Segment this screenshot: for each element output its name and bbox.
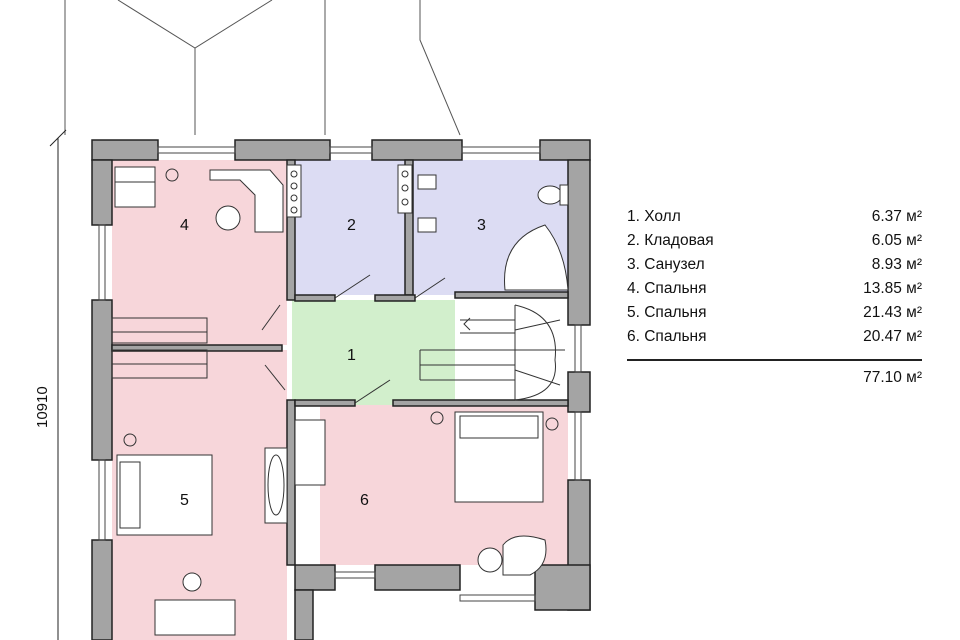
furniture-room-6 [294, 411, 559, 576]
room-1-fill [292, 300, 460, 405]
roof-outline [64, 0, 461, 136]
room-number-6: 6 [360, 492, 369, 509]
legend-room-area: 13.85 м² [863, 280, 922, 297]
room-2-fill [295, 160, 405, 295]
furniture-room-2 [286, 164, 302, 218]
furniture-room-4 [111, 166, 284, 344]
legend-row: 6. Спальня 20.47 м² [627, 325, 922, 349]
legend-room-area: 6.37 м² [871, 208, 922, 225]
dimension-label: 10910 [34, 386, 51, 428]
legend-row: 4. Спальня 13.85 м² [627, 277, 922, 301]
legend-room-label: 1. Холл [627, 208, 681, 225]
legend-room-area: 8.93 м² [871, 256, 922, 273]
room-number-2: 2 [347, 217, 356, 234]
legend-row: 2. Кладовая 6.05 м² [627, 229, 922, 253]
legend-row: 3. Санузел 8.93 м² [627, 253, 922, 277]
legend-room-area: 20.47 м² [863, 328, 922, 345]
stair-area [455, 295, 568, 403]
room-number-5: 5 [180, 492, 189, 509]
legend-room-area: 21.43 м² [863, 304, 922, 321]
staircase [419, 304, 565, 401]
legend-row: 5. Спальня 21.43 м² [627, 301, 922, 325]
door-swings [261, 274, 446, 404]
legend-room-label: 4. Спальня [627, 280, 707, 297]
windows [98, 146, 582, 602]
legend-room-label: 2. Кладовая [627, 232, 714, 249]
room-number-4: 4 [180, 217, 189, 234]
area-legend: 1. Холл 6.37 м² 2. Кладовая 6.05 м² 3. С… [627, 205, 922, 387]
dimension-line [49, 129, 67, 640]
legend-divider [627, 359, 922, 361]
room-number-3: 3 [477, 217, 486, 234]
walls [91, 139, 591, 640]
furniture-room-5 [111, 349, 288, 636]
room-number-1: 1 [347, 347, 356, 364]
legend-room-label: 5. Спальня [627, 304, 707, 321]
furniture-room-3 [397, 164, 569, 291]
legend-room-label: 3. Санузел [627, 256, 705, 273]
legend-room-area: 6.05 м² [871, 232, 922, 249]
legend-row: 1. Холл 6.37 м² [627, 205, 922, 229]
legend-total-area: 77.10 м² [863, 369, 922, 386]
legend-room-label: 6. Спальня [627, 328, 707, 345]
